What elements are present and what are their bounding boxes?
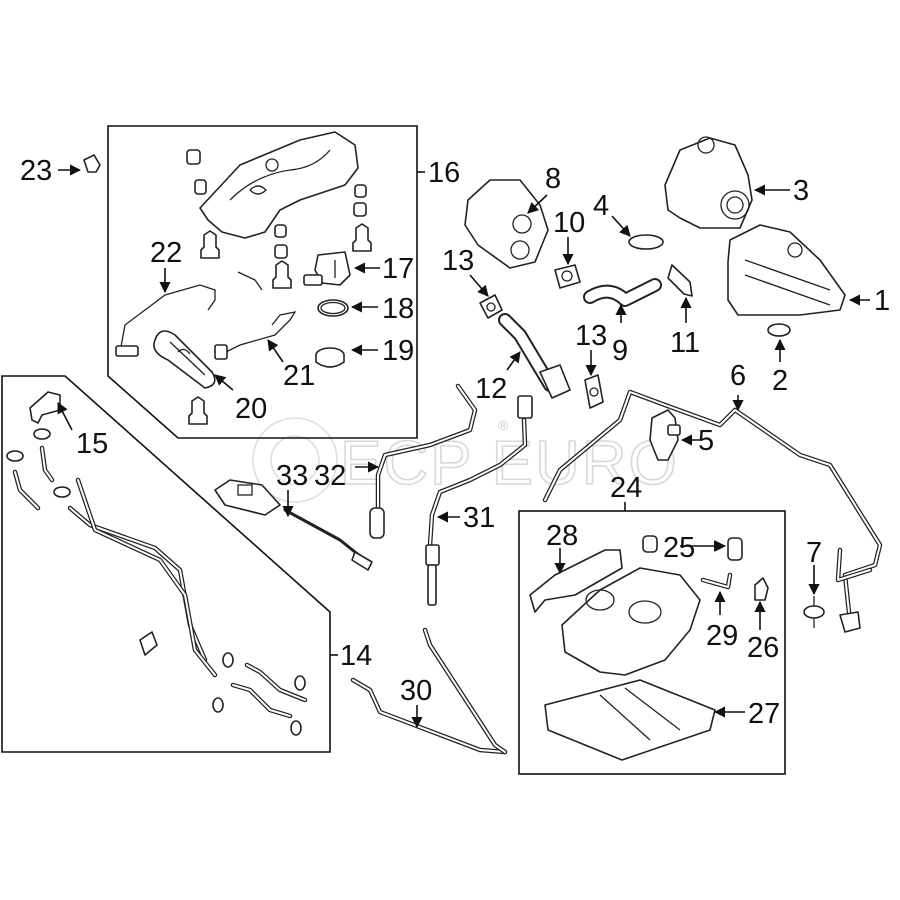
part-18-seal-inner: [320, 301, 346, 315]
part-9-pipe[interactable]: [583, 278, 662, 307]
part-27-shield[interactable]: [544, 679, 716, 761]
callout-20[interactable]: 20: [235, 393, 267, 425]
part-7-check-valve[interactable]: [803, 596, 825, 628]
part-4-gasket[interactable]: [628, 234, 664, 250]
part-22-connector[interactable]: [115, 345, 139, 357]
part-11-gasket[interactable]: [667, 264, 693, 297]
callout-25[interactable]: 25: [663, 532, 695, 564]
callout-10[interactable]: 10: [553, 207, 585, 239]
part-13-gasket-upper[interactable]: [479, 294, 503, 319]
watermark: ECP EURO ®: [252, 417, 679, 503]
part-30-straps[interactable]: [350, 627, 508, 755]
part-26-cap[interactable]: [754, 577, 769, 601]
part-25-cap[interactable]: [642, 535, 743, 561]
grommets[interactable]: [186, 149, 367, 259]
callout-15[interactable]: 15: [76, 428, 108, 460]
callout-33[interactable]: 33: [276, 460, 308, 492]
part-19-lock-ring[interactable]: [315, 347, 345, 368]
callout-labels: 1 2 3 4 5 6 7 8 9 10 11 12 13 13 14 15 1…: [20, 155, 890, 730]
callout-24[interactable]: 24: [610, 472, 642, 504]
part-17-sender[interactable]: [303, 251, 351, 286]
callout-11[interactable]: 11: [670, 327, 700, 359]
part-1-egr-cooler[interactable]: [727, 224, 846, 316]
callout-26[interactable]: 26: [747, 632, 779, 664]
callout-2[interactable]: 2: [772, 365, 788, 397]
callout-17[interactable]: 17: [382, 253, 414, 285]
part-24-tank[interactable]: [561, 567, 701, 676]
callout-23[interactable]: 23: [20, 155, 52, 187]
callout-5[interactable]: 5: [698, 425, 714, 457]
part-23-grommet[interactable]: [83, 154, 101, 173]
callout-4[interactable]: 4: [593, 190, 609, 222]
part-22-harness[interactable]: [119, 284, 216, 353]
callout-13-upper[interactable]: 13: [442, 245, 474, 277]
part-21-harness[interactable]: [219, 311, 297, 356]
watermark-text: ECP EURO: [340, 429, 679, 498]
part-2-seal[interactable]: [767, 323, 791, 337]
callout-21[interactable]: 21: [283, 360, 315, 392]
small-connector[interactable]: [237, 271, 263, 291]
callout-32[interactable]: 32: [314, 460, 346, 492]
part-20-fuel-pump[interactable]: [153, 330, 216, 389]
part-21-connector[interactable]: [214, 344, 228, 360]
part-8-egr-valve[interactable]: [464, 179, 549, 269]
callout-14[interactable]: 14: [340, 640, 372, 672]
part-3-egr-cooler-valve[interactable]: [664, 136, 753, 229]
callout-8[interactable]: 8: [545, 163, 561, 195]
callout-31[interactable]: 31: [463, 502, 495, 534]
leader-arrows: [57, 164, 870, 729]
callout-27[interactable]: 27: [748, 698, 780, 730]
callout-16[interactable]: 16: [428, 157, 460, 189]
part-33-nox-sensor[interactable]: [214, 479, 373, 571]
part-29-hose-inner: [702, 574, 731, 588]
callout-13-lower[interactable]: 13: [575, 320, 607, 352]
callout-9[interactable]: 9: [612, 335, 628, 367]
part-5-solenoid[interactable]: [649, 409, 681, 461]
callout-30[interactable]: 30: [400, 675, 432, 707]
part-13-gasket-lower[interactable]: [584, 374, 604, 409]
callout-1[interactable]: 1: [874, 285, 890, 317]
part-32-sensor[interactable]: [369, 383, 478, 539]
hoses-and-clamps[interactable]: [6, 428, 308, 736]
part-10-gasket[interactable]: [554, 264, 581, 289]
group-14-frame: [1, 375, 331, 753]
bolts[interactable]: [188, 223, 372, 425]
callout-18[interactable]: 18: [382, 293, 414, 325]
group-16-frame: [107, 125, 418, 439]
part-28-bracket[interactable]: [529, 549, 623, 613]
callout-28[interactable]: 28: [546, 520, 578, 552]
callout-29[interactable]: 29: [706, 620, 738, 652]
callout-6[interactable]: 6: [730, 360, 746, 392]
callout-7[interactable]: 7: [806, 537, 822, 569]
group-24-frame: [518, 510, 786, 775]
part-15-sensor[interactable]: [29, 391, 61, 424]
callout-22[interactable]: 22: [150, 237, 182, 269]
part-31-sensor[interactable]: [425, 395, 533, 606]
callout-3[interactable]: 3: [793, 175, 809, 207]
callout-19[interactable]: 19: [382, 335, 414, 367]
callout-12[interactable]: 12: [475, 373, 507, 405]
part-12-pipe[interactable]: [498, 313, 571, 399]
watermark-registered: ®: [498, 417, 509, 433]
reservoir-housing[interactable]: [199, 131, 359, 239]
